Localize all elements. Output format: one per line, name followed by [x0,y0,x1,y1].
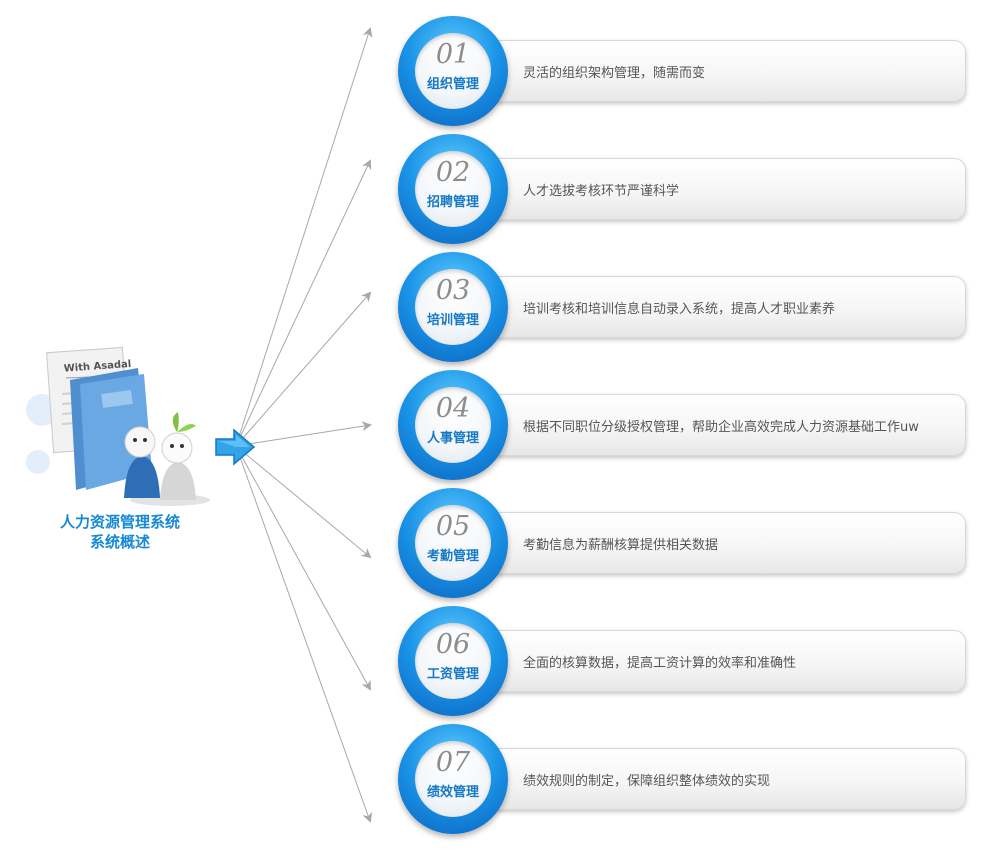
connector-arrow [235,445,373,823]
module-number: 03 [435,275,471,306]
module-item: 灵活的组织架构管理，随需而变 01 组织管理 [398,16,968,126]
module-number: 04 [435,393,471,424]
module-item: 绩效规则的制定，保障组织整体绩效的实现 07 绩效管理 [398,724,968,834]
module-description: 人才选拔考核环节严谨科学 [523,184,680,199]
module-title: 工资管理 [426,667,479,682]
module-card: 培训考核和培训信息自动录入系统，提高人才职业素养 [468,276,966,338]
module-badge: 01 组织管理 [398,16,508,126]
module-title: 绩效管理 [426,785,479,800]
module-badge: 03 培训管理 [398,252,508,362]
right-arrow-icon [215,428,256,466]
module-card: 人才选拔考核环节严谨科学 [468,158,966,220]
module-description: 灵活的组织架构管理，随需而变 [523,66,706,81]
module-card: 根据不同职位分级授权管理，帮助企业高效完成人力资源基础工作uw [468,394,966,456]
connector-arrow [235,159,372,447]
hub-title-line-1: 人力资源管理系统 [59,513,180,531]
module-badge: 04 人事管理 [398,370,508,480]
connector-arrow [235,291,372,447]
module-item: 培训考核和培训信息自动录入系统，提高人才职业素养 03 培训管理 [398,252,968,362]
module-badge-inner: 04 人事管理 [415,387,491,463]
module-card: 考勤信息为薪酬核算提供相关数据 [468,512,966,574]
module-badge-inner: 02 招聘管理 [415,151,491,227]
module-number: 05 [435,511,471,542]
module-badge: 07 绩效管理 [398,724,508,834]
module-badge-inner: 05 考勤管理 [415,505,491,581]
module-item: 考勤信息为薪酬核算提供相关数据 05 考勤管理 [398,488,968,598]
module-description: 全面的核算数据，提高工资计算的效率和准确性 [523,656,797,671]
module-item: 人才选拔考核环节严谨科学 02 招聘管理 [398,134,968,244]
module-card: 绩效规则的制定，保障组织整体绩效的实现 [468,748,966,810]
module-badge: 06 工资管理 [398,606,508,716]
module-badge-inner: 07 绩效管理 [415,741,491,817]
module-description: 绩效规则的制定，保障组织整体绩效的实现 [523,774,771,789]
hr-folder-illustration: With Asadal [26,346,210,506]
module-title: 组织管理 [426,77,479,92]
module-title: 招聘管理 [426,195,479,210]
folder-text: With Asadal [63,359,131,375]
module-item: 根据不同职位分级授权管理，帮助企业高效完成人力资源基础工作uw 04 人事管理 [398,370,968,480]
connector-arrow [235,445,372,559]
module-number: 06 [435,629,471,660]
connector-arrow [235,445,371,691]
module-description: 培训考核和培训信息自动录入系统，提高人才职业素养 [523,302,836,317]
module-card: 全面的核算数据，提高工资计算的效率和准确性 [468,630,966,692]
module-description: 根据不同职位分级授权管理，帮助企业高效完成人力资源基础工作uw [523,420,919,435]
module-badge: 02 招聘管理 [398,134,508,244]
module-title: 人事管理 [426,431,479,446]
connector-arrow [235,27,373,447]
module-number: 07 [435,747,471,778]
module-badge-inner: 01 组织管理 [415,33,491,109]
module-description: 考勤信息为薪酬核算提供相关数据 [523,538,719,553]
module-badge: 05 考勤管理 [398,488,508,598]
hub-title-line-2: 系统概述 [89,533,150,551]
module-number: 01 [435,39,471,70]
module-title: 培训管理 [426,313,479,328]
hub-title: 人力资源管理系统 系统概述 [20,512,220,552]
module-badge-inner: 03 培训管理 [415,269,491,345]
connector-arrow [235,421,372,447]
hub: With Asadal 人力资源管理系统 系统概述 [20,340,220,560]
module-item: 全面的核算数据，提高工资计算的效率和准确性 06 工资管理 [398,606,968,716]
module-number: 02 [435,157,471,188]
module-title: 考勤管理 [426,549,479,564]
module-card: 灵活的组织架构管理，随需而变 [468,40,966,102]
module-badge-inner: 06 工资管理 [415,623,491,699]
